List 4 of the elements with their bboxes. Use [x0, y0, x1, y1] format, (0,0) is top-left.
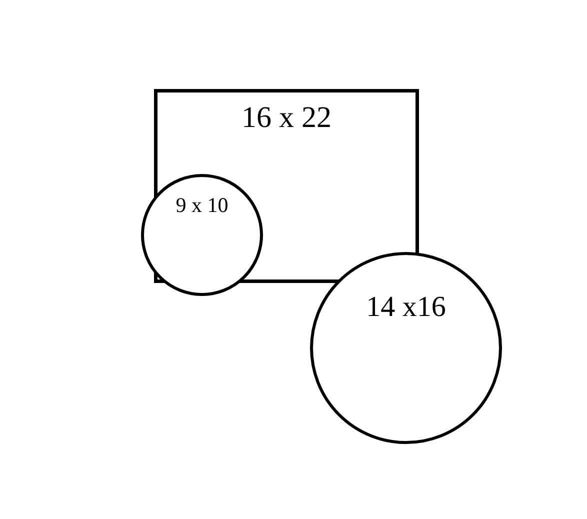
dimension-label: 16 x 22 [242, 103, 332, 133]
dimension-label: 14 x16 [366, 293, 446, 322]
dimension-label: 9 x 10 [176, 195, 228, 216]
rectangle-outline [154, 89, 419, 283]
